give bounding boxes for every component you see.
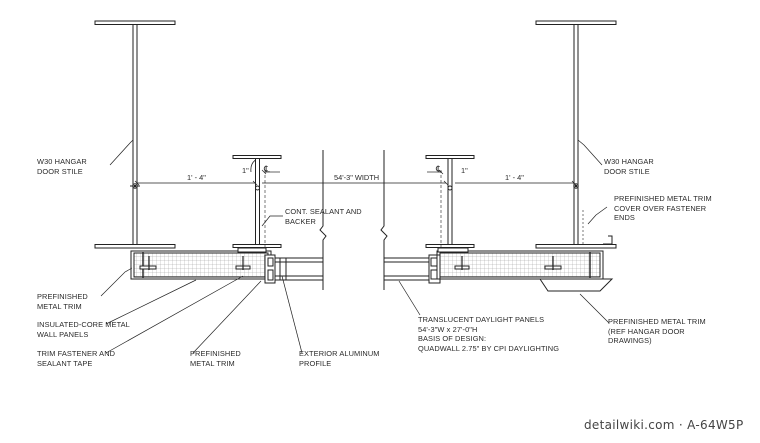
- dim-right-small: 1": [461, 166, 468, 175]
- left-wall-panel-assembly: [130, 247, 323, 284]
- right-daylight-panel-assembly: [384, 210, 614, 292]
- left-w30-door-stile: [94, 20, 176, 249]
- dim-width: 54'-3" WIDTH: [334, 173, 380, 182]
- centerline-symbol-right: ℄: [436, 164, 442, 174]
- dim-right-offset: 1' - 4": [505, 173, 524, 182]
- dim-left-offset: 1' - 4": [187, 173, 206, 182]
- left-small-stile: [232, 155, 282, 248]
- dim-left-small: 1": [242, 166, 249, 175]
- watermark: detailwiki.com · A-64W5P: [584, 418, 744, 432]
- break-lines: [319, 150, 388, 290]
- centerline-symbol-left: ℄: [264, 164, 270, 174]
- leader-lines: [100, 139, 610, 354]
- right-w30-door-stile: [535, 20, 617, 249]
- dimension-lines: [134, 169, 577, 186]
